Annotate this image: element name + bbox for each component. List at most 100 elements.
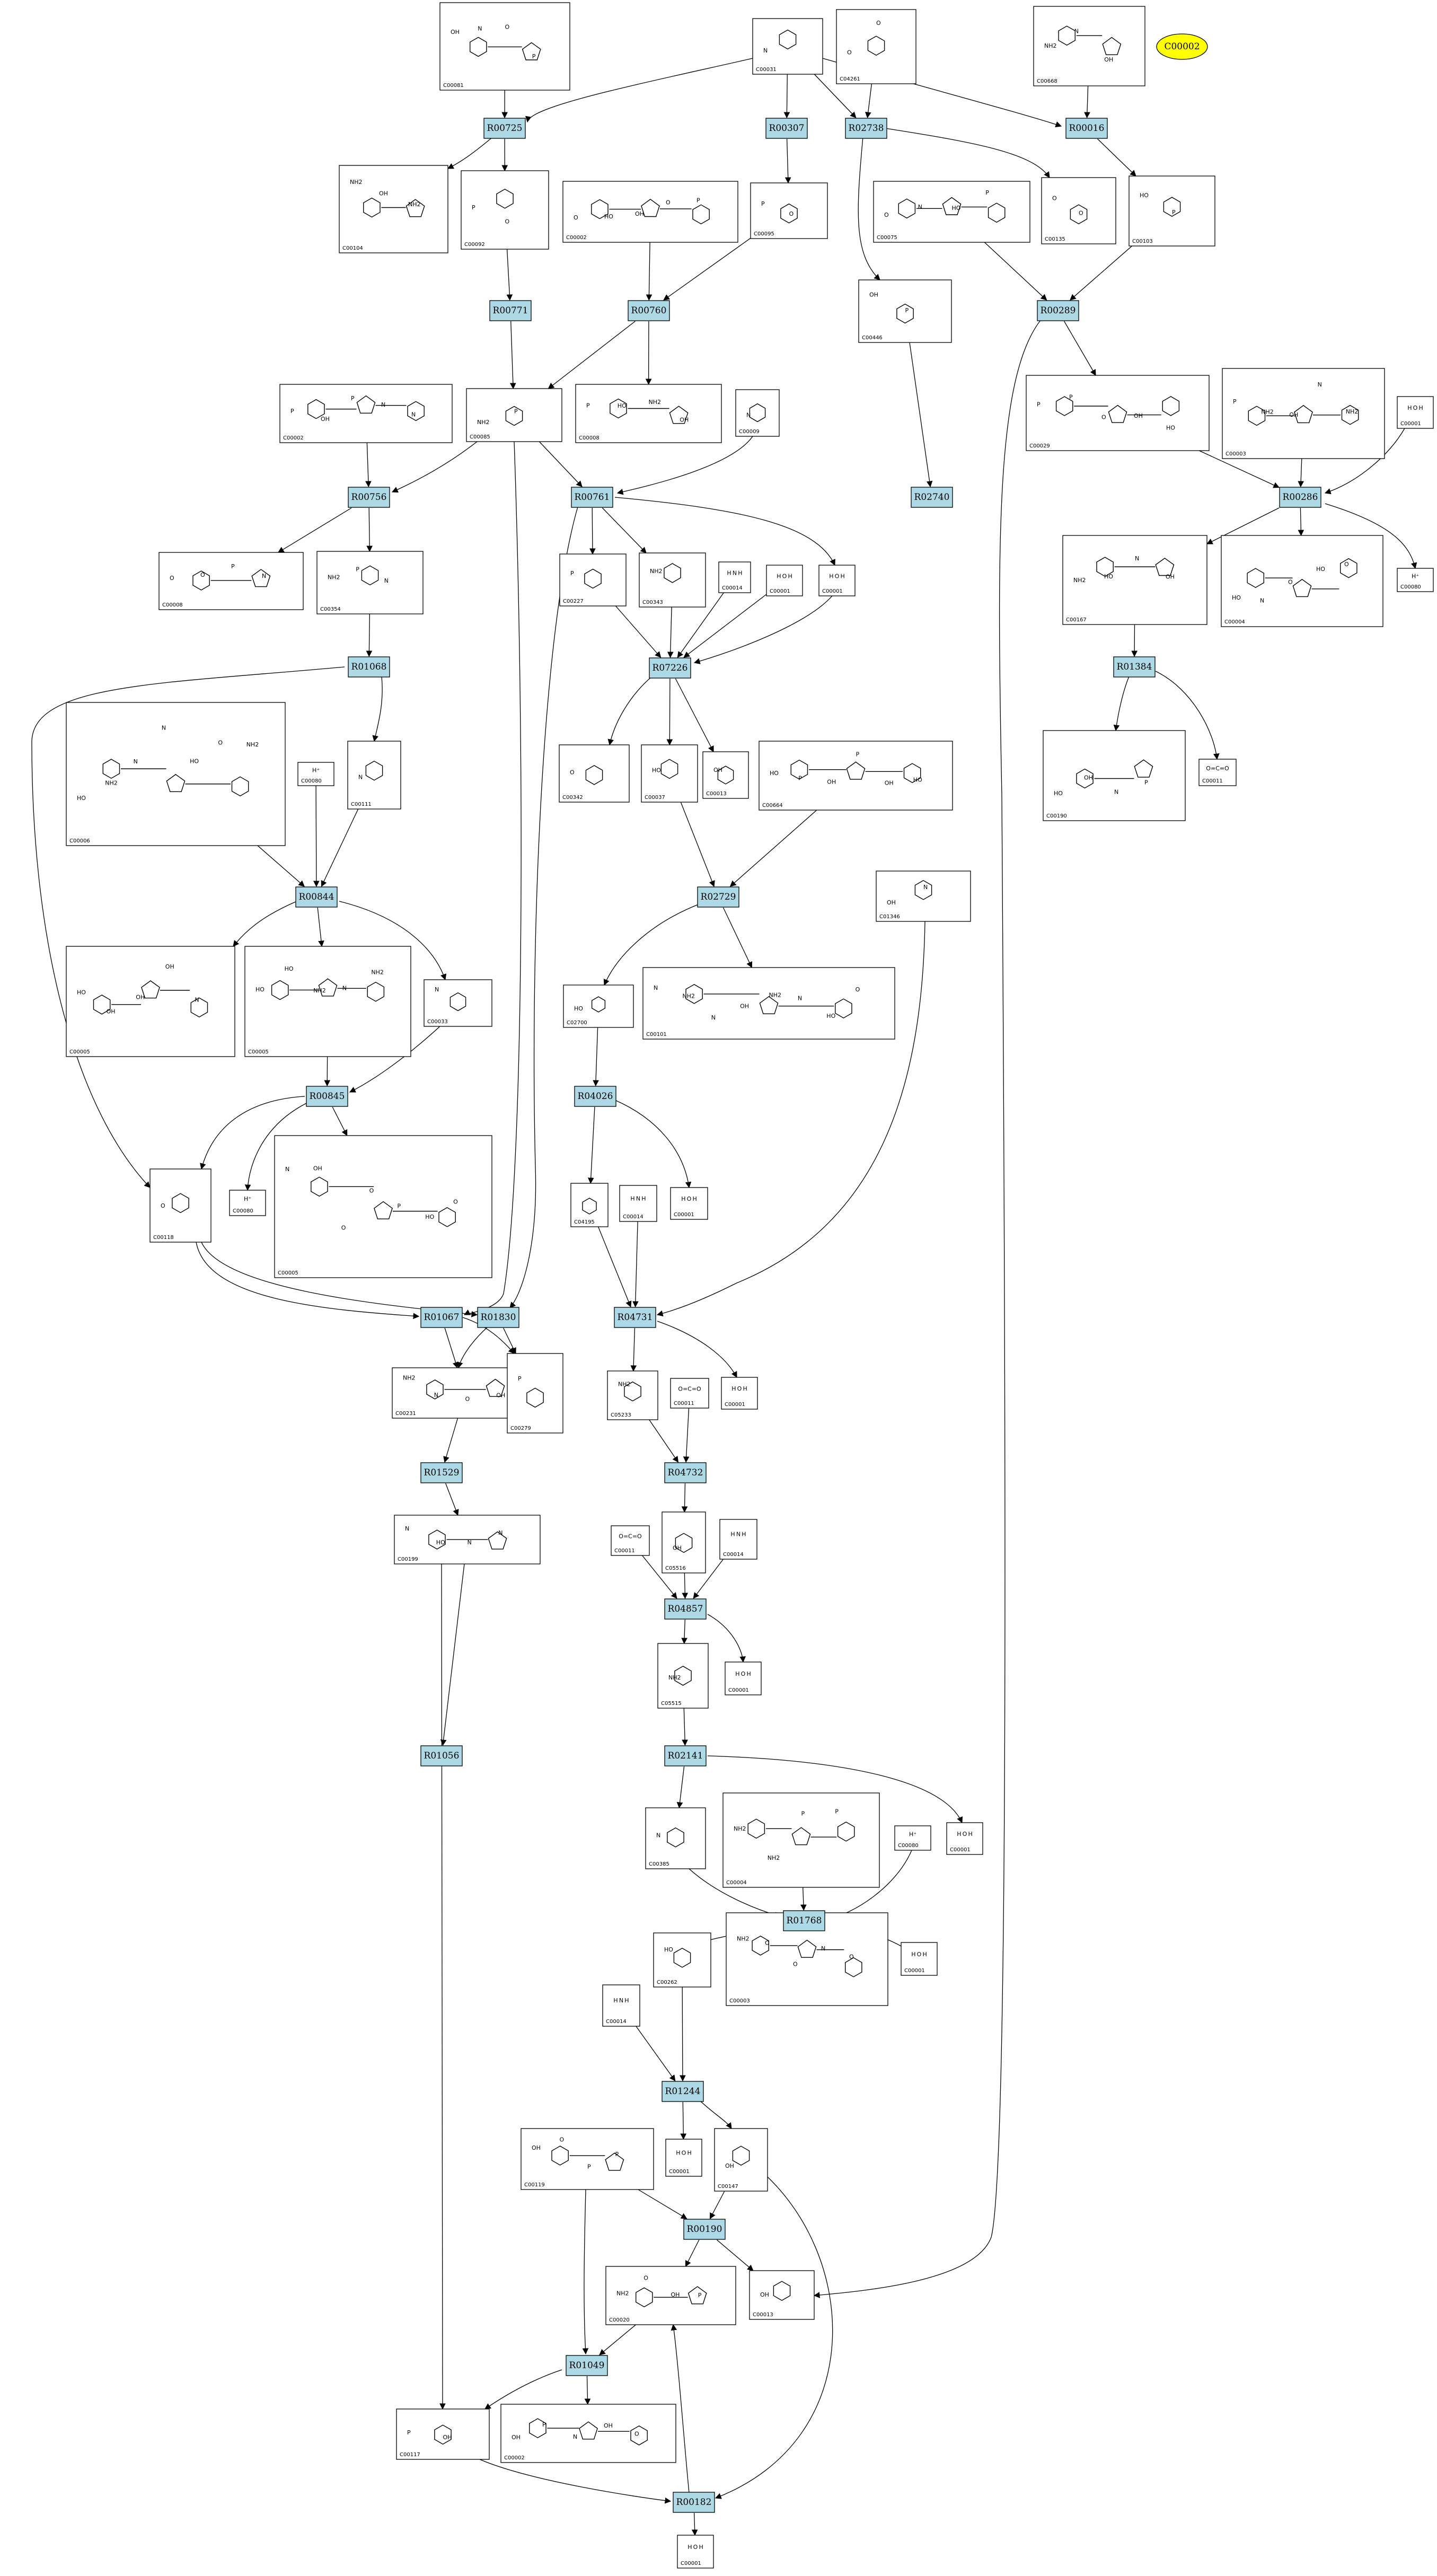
reaction-r01056[interactable]: R01056 [420, 1745, 463, 1766]
reaction-r02141[interactable]: R02141 [664, 1745, 707, 1766]
reaction-r04731[interactable]: R04731 [614, 1307, 656, 1328]
reaction-r01049[interactable]: R01049 [566, 2355, 608, 2376]
reaction-r00286[interactable]: R00286 [1279, 487, 1321, 508]
compound-c00080[interactable]: H⁺C00080 [894, 1825, 931, 1851]
reaction-r01529[interactable]: R01529 [420, 1462, 463, 1483]
reaction-r01068[interactable]: R01068 [348, 656, 390, 678]
reaction-r00307[interactable]: R00307 [765, 118, 808, 139]
reaction-r02740[interactable]: R02740 [911, 487, 953, 508]
reaction-r00760[interactable]: R00760 [628, 300, 670, 321]
reaction-r00844[interactable]: R00844 [295, 886, 338, 908]
kegg-highlight[interactable]: C00002 [1156, 33, 1208, 60]
compound-c04195[interactable]: C04195 [570, 1183, 609, 1227]
reaction-r04857[interactable]: R04857 [664, 1598, 707, 1620]
reaction-r01768[interactable]: R01768 [783, 1910, 825, 1931]
reaction-r00016[interactable]: R00016 [1065, 118, 1108, 139]
reaction-r04732[interactable]: R04732 [664, 1462, 707, 1483]
reaction-r01067[interactable]: R01067 [420, 1307, 463, 1328]
compound-c00080[interactable]: H⁺C00080 [297, 762, 334, 786]
reaction-r01244[interactable]: R01244 [662, 2081, 704, 2102]
reaction-r00771[interactable]: R00771 [489, 300, 532, 321]
reaction-r07226[interactable]: R07226 [649, 657, 691, 679]
reaction-r01830[interactable]: R01830 [477, 1307, 519, 1328]
reaction-r02729[interactable]: R02729 [697, 886, 739, 908]
reaction-r02738[interactable]: R02738 [845, 118, 887, 139]
reaction-r00725[interactable]: R00725 [483, 118, 526, 139]
compound-c00080[interactable]: H⁺C00080 [1397, 568, 1434, 592]
reaction-r00289[interactable]: R00289 [1037, 300, 1079, 321]
reaction-r00845[interactable]: R00845 [306, 1086, 348, 1107]
reaction-r00182[interactable]: R00182 [673, 2492, 715, 2513]
reaction-r01384[interactable]: R01384 [1113, 656, 1156, 678]
reaction-r00190[interactable]: R00190 [683, 2219, 726, 2240]
reaction-r00756[interactable]: R00756 [348, 487, 390, 508]
reaction-r04026[interactable]: R04026 [574, 1086, 616, 1107]
compound-c00080[interactable]: H⁺C00080 [229, 1190, 266, 1216]
